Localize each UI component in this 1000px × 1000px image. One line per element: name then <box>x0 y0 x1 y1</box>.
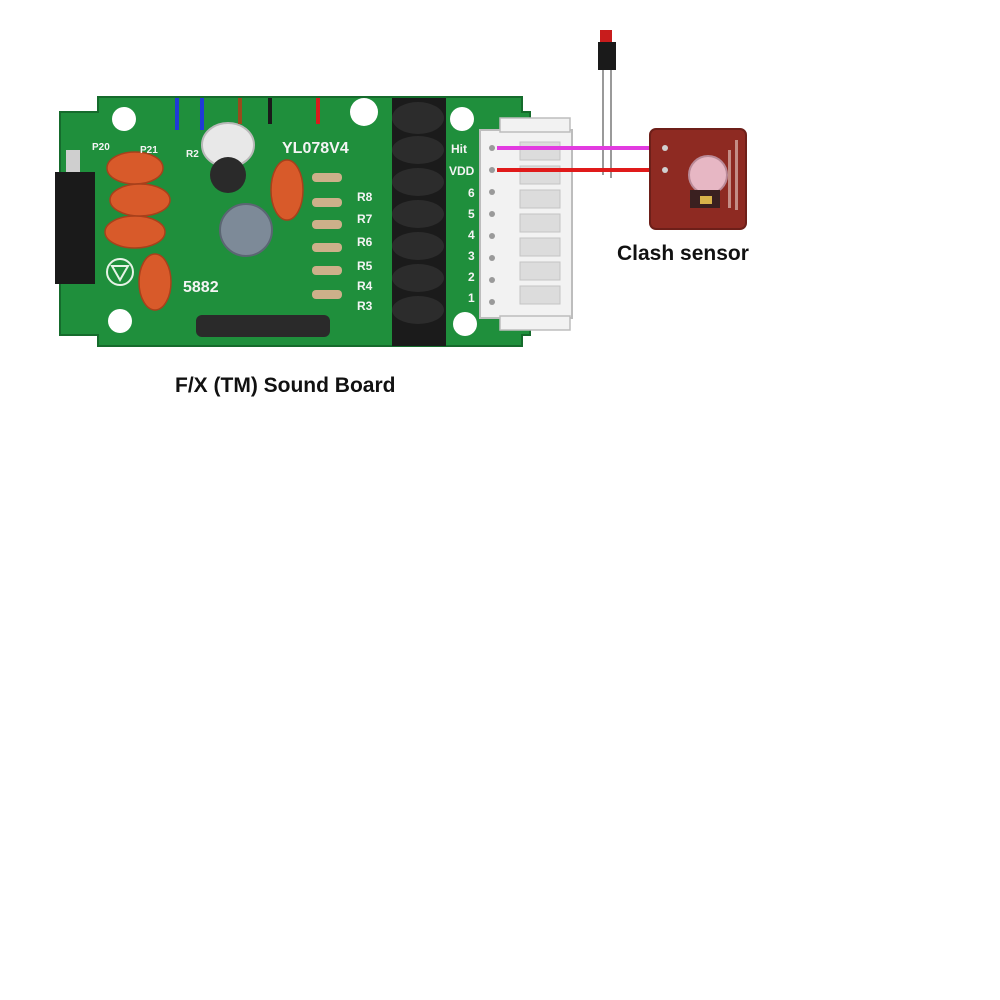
jumper-label-p21: P21 <box>140 145 158 156</box>
capacitors <box>104 151 304 311</box>
mounting-hole <box>350 98 378 126</box>
chip-label: 5882 <box>183 279 219 296</box>
header-label-1: 1 <box>468 291 475 305</box>
resistor-label-r3: R3 <box>357 299 373 313</box>
jumper-label-p20: P20 <box>92 142 110 153</box>
resistor-label-r4: R4 <box>357 279 373 293</box>
mounting-hole <box>450 107 474 131</box>
mounting-hole <box>108 309 132 333</box>
manufacturer-logo <box>106 258 134 286</box>
resistor-label-r6: R6 <box>357 235 373 249</box>
resistor-label-r5: R5 <box>357 259 373 273</box>
left-pin-header <box>55 172 95 284</box>
diode <box>196 315 330 337</box>
header-label-2: 2 <box>468 270 475 284</box>
header-label-6: 6 <box>468 186 475 200</box>
board-top-wires <box>175 98 320 130</box>
led <box>598 30 616 178</box>
mounting-hole <box>112 107 136 131</box>
sound-board: YL078V4 5882 P20 P21 R2 R8 R7 R6 R5 R4 R… <box>55 96 531 347</box>
sensor-button <box>688 155 728 195</box>
resistor-label-r7: R7 <box>357 212 373 226</box>
buzzer <box>219 203 273 257</box>
mounting-hole <box>453 312 477 336</box>
board-model-label: YL078V4 <box>282 140 349 157</box>
clash-sensor-board <box>649 128 747 230</box>
header-label-4: 4 <box>468 228 475 242</box>
electrolytic-capacitor <box>210 157 246 193</box>
clash-sensor-caption: Clash sensor <box>617 242 749 265</box>
resistors <box>312 173 342 299</box>
header-pin <box>66 150 80 172</box>
header-label-hit: Hit <box>451 142 467 156</box>
header-label-3: 3 <box>468 249 475 263</box>
header-label-5: 5 <box>468 207 475 221</box>
header-label-vdd: VDD <box>449 164 475 178</box>
white-connector <box>479 117 573 331</box>
sound-board-caption: F/X (TM) Sound Board <box>175 374 396 397</box>
resistor-label-r8: R8 <box>357 190 373 204</box>
jumper-label-r2: R2 <box>186 149 199 160</box>
